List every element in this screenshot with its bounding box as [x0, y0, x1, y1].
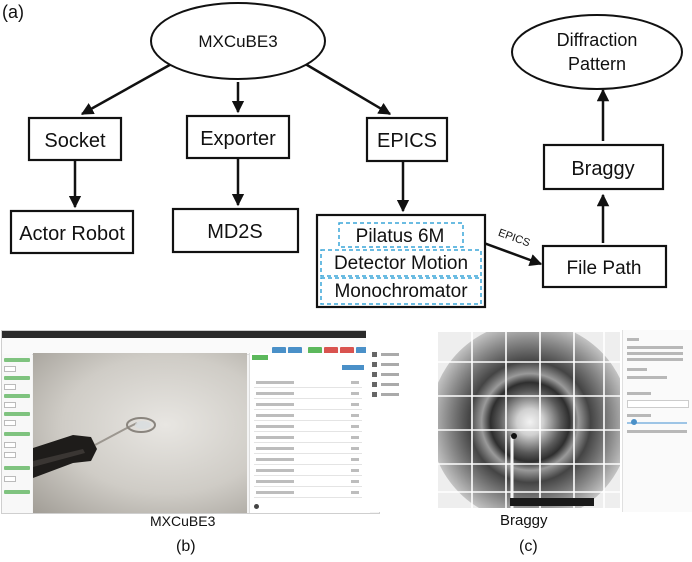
motor-input — [4, 402, 16, 408]
sample-video-view — [33, 353, 247, 513]
queue-row — [254, 445, 362, 454]
motor-input — [4, 366, 16, 372]
node-actor-robot-label: Actor Robot — [19, 223, 125, 245]
panel-label-a: (a) — [2, 2, 24, 22]
sample-loop-image — [33, 417, 156, 478]
node-diffraction-pattern: Diffraction Pattern — [511, 14, 683, 90]
colormap-select — [627, 400, 689, 408]
queue-row — [254, 489, 362, 498]
queue-row — [254, 412, 362, 421]
edge-label-epics: EPICS — [496, 227, 531, 250]
node-epics: EPICS — [365, 116, 449, 163]
node-exporter: Exporter — [185, 114, 291, 160]
queue-row — [254, 456, 362, 465]
status-button — [356, 347, 370, 355]
pilatus-dashed-box — [338, 222, 464, 248]
queue-row — [254, 423, 362, 432]
motor-group — [4, 358, 30, 362]
edge-mxcube3-epics — [301, 60, 392, 116]
queue-row — [254, 401, 362, 410]
node-socket-label: Socket — [44, 130, 106, 152]
diffraction-image — [438, 332, 620, 508]
queue-row — [254, 434, 362, 443]
architecture-diagram: MXCuBE3 Socket Exporter EPICS Actor Robo… — [9, 2, 683, 309]
motor-group — [4, 466, 30, 470]
range-slider-handle — [631, 419, 637, 425]
queue-row — [254, 379, 362, 388]
file-list-item — [372, 352, 412, 357]
node-braggy: Braggy — [542, 143, 665, 191]
node-md2s: MD2S — [171, 207, 300, 254]
braggy-screenshot — [366, 330, 692, 512]
motor-input — [4, 384, 16, 390]
diffraction-pattern-image — [438, 332, 620, 508]
queue-row — [254, 478, 362, 487]
file-list-item — [372, 362, 412, 367]
caption-braggy: Braggy — [500, 512, 548, 529]
queue-row — [254, 467, 362, 476]
motor-group — [4, 376, 30, 380]
node-file-path-label: File Path — [567, 258, 642, 279]
node-mxcube3-label: MXCuBE3 — [198, 32, 277, 51]
status-button — [340, 347, 354, 355]
motor-group — [4, 394, 30, 398]
status-button — [324, 347, 338, 355]
panel-label-b: (b) — [176, 538, 196, 555]
node-exporter-label: Exporter — [200, 128, 276, 150]
motor-input — [4, 452, 16, 458]
mxcube3-sample-queue — [249, 353, 370, 513]
node-md2s-label: MD2S — [207, 221, 263, 243]
queue-row — [254, 390, 362, 399]
status-button — [288, 347, 302, 355]
node-braggy-label: Braggy — [571, 158, 634, 180]
file-list-item — [372, 392, 412, 397]
status-button — [272, 347, 286, 355]
monochromator-dashed-box — [320, 277, 482, 305]
motor-input — [4, 420, 16, 426]
mxcube3-navbar — [2, 331, 379, 338]
file-list-item — [372, 382, 412, 387]
node-detector-group: Pilatus 6M Detector Motion Monochromator — [315, 213, 487, 309]
node-diffraction-label-line2: Pattern — [568, 54, 626, 74]
node-detector-motion-label: Detector Motion — [334, 253, 468, 274]
motor-group — [4, 432, 30, 436]
node-monochromator-label: Monochromator — [334, 281, 468, 302]
node-mxcube3: MXCuBE3 — [150, 2, 326, 80]
status-button — [308, 347, 322, 355]
file-list-item — [372, 372, 412, 377]
detector-motion-dashed-box — [320, 249, 482, 277]
node-actor-robot: Actor Robot — [9, 209, 135, 255]
queue-button — [252, 355, 268, 360]
edge-mxcube3-socket — [80, 60, 176, 116]
mxcube3-screenshot — [1, 330, 380, 514]
braggy-file-list — [366, 330, 436, 512]
node-file-path: File Path — [541, 244, 668, 289]
node-diffraction-label-line1: Diffraction — [557, 30, 638, 50]
range-slider — [627, 422, 687, 424]
caption-mxcube3: MXCuBE3 — [150, 513, 216, 529]
mxcube3-motor-sidebar — [2, 354, 32, 513]
motor-input — [4, 442, 16, 448]
node-epics-label: EPICS — [377, 130, 437, 152]
motor-input — [4, 476, 16, 482]
panel-label-c: (c) — [519, 538, 538, 555]
motor-group — [4, 490, 30, 494]
motor-group — [4, 412, 30, 416]
braggy-settings-panel — [622, 330, 692, 512]
queue-button — [342, 365, 364, 370]
node-socket: Socket — [27, 116, 123, 162]
node-pilatus-label: Pilatus 6M — [356, 226, 445, 247]
queue-status-dot — [254, 504, 259, 509]
